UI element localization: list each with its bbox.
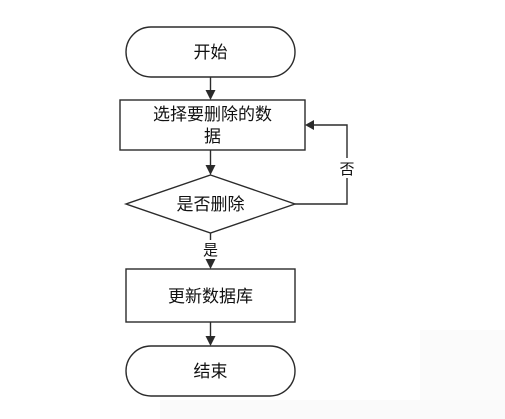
select-data-node: 选择要删除的数 据 [119,99,306,151]
edge-update-to-end [205,322,216,346]
decision-node-label: 是否删除 [177,195,245,215]
no-label-background [335,158,359,178]
start-node: 开始 [125,26,296,78]
decision-node: 是否删除 [123,174,298,234]
end-node-label: 结束 [194,362,228,382]
end-node: 结束 [125,345,296,397]
edge-decision-no-loop: 否 [295,120,359,205]
edge-decision-yes: 是 [199,233,222,269]
update-database-label: 更新数据库 [168,287,253,307]
background-texture [160,330,505,419]
end-terminator-shape [125,345,296,397]
yes-branch-label: 是 [203,241,218,259]
yes-label-background [199,240,222,259]
no-branch-label: 否 [339,160,354,178]
select-data-label-line2: 据 [204,127,221,147]
arrowhead-icon [305,120,314,130]
select-data-process-shape [119,99,306,151]
update-database-node: 更新数据库 [125,268,296,323]
arrowhead-icon [205,165,216,175]
edge-start-to-select [205,77,216,100]
start-node-label: 开始 [194,43,228,63]
select-data-label-line1: 选择要删除的数 [153,105,272,125]
arrowhead-icon [205,259,216,269]
arrowhead-icon [205,90,216,100]
arrowhead-icon [205,336,216,346]
edge-select-to-decision [205,150,216,175]
